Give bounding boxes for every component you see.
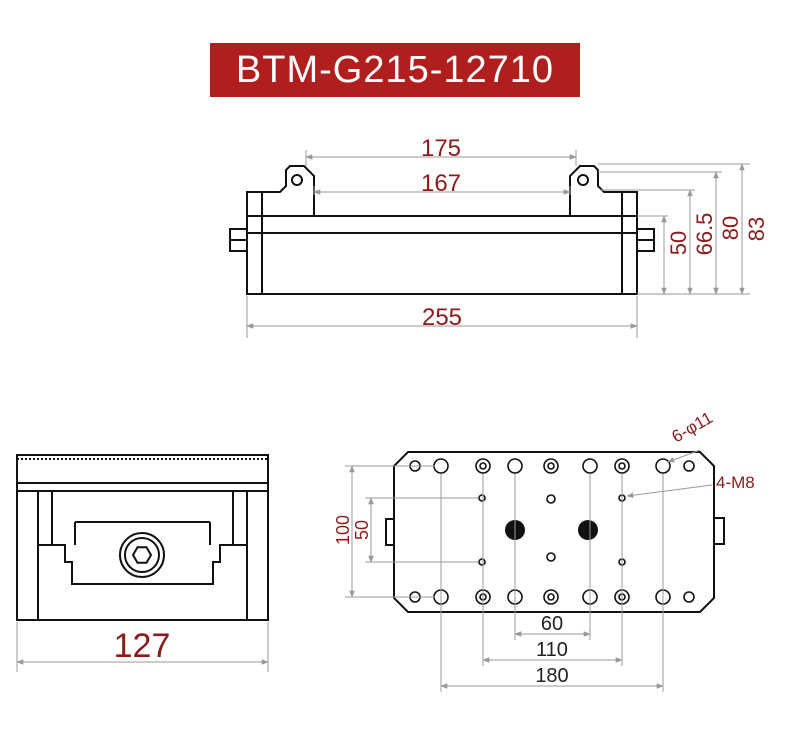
hex-socket-icon (131, 546, 153, 564)
front-right-jaw (569, 165, 623, 216)
top-dimensions (345, 449, 713, 692)
dim-127-label: 127 (114, 627, 171, 665)
front-right-end-plate (621, 191, 638, 295)
top-right-screw (713, 517, 725, 545)
top-body-outline (393, 451, 715, 613)
dim-255-label: 255 (422, 304, 462, 331)
front-left-jaw (261, 165, 315, 216)
top-row-holes (409, 458, 695, 474)
front-left-jaw-hole (291, 174, 303, 186)
dim-66-5-label: 66.5 (692, 213, 717, 256)
front-dimensions (246, 150, 750, 338)
side-view (16, 454, 269, 621)
model-title: BTM-G215-12710 (210, 43, 580, 97)
front-left-end-plate (246, 191, 263, 295)
dim-100-label: 100 (333, 515, 353, 545)
top-view (385, 451, 725, 613)
dim-80-label: 80 (718, 216, 743, 240)
dim-167-label: 167 (421, 170, 461, 197)
threads-callout: 4-M8 (716, 473, 755, 492)
top-large-hole-right (578, 520, 598, 540)
top-left-screw (385, 518, 395, 546)
dim-50-label: 50 (666, 231, 691, 255)
side-dimensions (16, 622, 269, 672)
side-screw-outer (119, 532, 165, 578)
dim-110-label: 110 (536, 639, 568, 661)
dim-60-label: 60 (541, 613, 563, 635)
dim-83-label: 83 (744, 217, 769, 241)
front-right-jaw-hole (577, 174, 589, 186)
top-holes (409, 458, 695, 605)
dim-50-top-label: 50 (352, 520, 372, 540)
side-profile (51, 491, 234, 585)
front-body-outline (246, 215, 638, 295)
leader-threads (626, 484, 713, 498)
dim-175-label: 175 (421, 135, 461, 162)
front-view (229, 165, 655, 295)
bottom-row-holes (409, 589, 695, 605)
side-body-outline (16, 454, 269, 621)
holes-callout: 6-φ11 (669, 408, 716, 446)
leader-holes (667, 449, 701, 463)
dim-180-label: 180 (535, 665, 568, 687)
